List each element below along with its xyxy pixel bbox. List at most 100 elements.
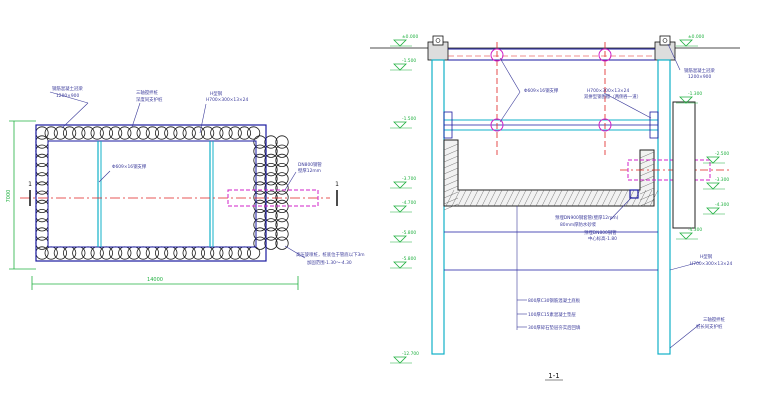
pile-circle [53, 126, 68, 140]
elevation-marker: ±0.000 [676, 34, 704, 47]
dim-height-text: 7000 [6, 190, 12, 203]
svg-text:±0.000: ±0.000 [688, 34, 704, 40]
pile-circle [72, 126, 86, 140]
hatch-line [639, 151, 655, 159]
elevation-marker: -1.500 [390, 116, 416, 129]
label-note-2: 加固范围-1.30～-4.30 [307, 259, 352, 266]
pile-circle [264, 153, 278, 167]
pile-circle [275, 163, 289, 177]
label-pipe-sleeve: 预埋DN900钢套管(壁厚12mm) [555, 214, 619, 221]
hatch-line [523, 189, 533, 207]
pile-circle [191, 126, 205, 140]
hatch-line [443, 203, 459, 211]
pile-circle [264, 135, 278, 149]
hatch-line [493, 189, 503, 207]
label-pipe-jack-spec: 壁厚12mm [298, 167, 321, 174]
hatch-line [577, 189, 587, 207]
label-bottom-2: 100厚C15素混凝土垫层 [528, 311, 576, 318]
hatch-line [639, 157, 655, 165]
pit-inner-wall [47, 140, 257, 248]
label-pile-note-2: 桩长同支护桩 [696, 323, 723, 330]
label-pipe-jack: DN800钢管 [298, 161, 322, 168]
svg-text:-4.300: -4.300 [688, 227, 702, 233]
hatch-line [517, 189, 527, 207]
leader-pile-wall-h [49, 91, 89, 104]
pipe-jack [227, 189, 319, 207]
elevation-marker: -5.800 [390, 256, 416, 269]
pile-circle [264, 209, 278, 223]
column-left [431, 59, 445, 355]
pile-circle [81, 126, 95, 140]
hatch-line [649, 189, 659, 207]
label-strut-section: Φ609×16钢支撑 [524, 87, 559, 94]
leader-strut [98, 170, 111, 183]
hatch-line [457, 189, 467, 207]
pile-circle [99, 126, 114, 140]
leader-pile-wall [61, 102, 89, 129]
hatch-line [637, 189, 647, 207]
pile-circle [182, 126, 196, 140]
pile-circle [173, 126, 187, 140]
pile-circle [201, 126, 215, 140]
pile-circle [275, 227, 289, 241]
pile-circle [90, 126, 104, 140]
elevation-marker: -3.700 [390, 176, 416, 189]
hatch-line [469, 189, 479, 207]
hatch-line [541, 189, 551, 207]
strut-circle-ml [490, 118, 504, 132]
pile-circle [164, 126, 178, 140]
pile-cluster-right [264, 135, 289, 250]
hatch-line [639, 163, 655, 171]
svg-text:±0.000: ±0.000 [402, 34, 418, 40]
elevation-markers: ±0.000±0.000-1.500-1.500-1.300-2.500-3.3… [390, 34, 729, 364]
hatch-line [639, 181, 655, 189]
pile-circle [155, 126, 169, 140]
hatch-line [487, 189, 497, 207]
label-steel-column-size: H700×300×13×24 [690, 261, 732, 267]
pile-circle [275, 172, 289, 186]
pipe-section [627, 159, 711, 181]
leader-wale [603, 92, 652, 119]
pile-circle [210, 126, 224, 140]
pile-circle [264, 163, 278, 177]
hatch-line [547, 189, 557, 207]
pile-circle [275, 236, 289, 250]
pile-circle [264, 218, 278, 232]
hatch-line [443, 173, 459, 181]
label-ring-beam-size: 1200×900 [688, 74, 711, 80]
elevation-marker: -3.300 [703, 177, 729, 190]
hatch-line [601, 189, 611, 207]
label-bottom-1: 800厚C30钢筋混凝土底板 [528, 297, 581, 304]
column-right [657, 59, 671, 355]
pile-circle [275, 144, 289, 158]
leader-steel-wale [199, 103, 207, 134]
svg-text:-1.300: -1.300 [688, 91, 702, 97]
hatch-line [463, 189, 473, 207]
leader-steel-column [669, 261, 701, 271]
svg-text:-4.300: -4.300 [715, 202, 729, 208]
pile-circle [247, 126, 261, 140]
label-note-1: 高压旋喷桩，桩底位于管底以下3m [296, 251, 365, 258]
hatch-line [639, 199, 655, 207]
label-pile-note-1: 三轴搅拌桩 [703, 316, 726, 323]
pile-ring [35, 126, 267, 260]
exterior-block [672, 101, 696, 229]
pile-circle [275, 218, 289, 232]
pile-circle [219, 126, 233, 140]
elevation-marker: -4.300 [676, 227, 702, 240]
pile-circle [145, 126, 159, 140]
svg-text:-1.500: -1.500 [402, 58, 416, 64]
label-pile-wall: 钢筋混凝土冠梁 [52, 85, 83, 92]
hatch-line [443, 161, 459, 169]
pile-circle [264, 172, 278, 186]
leader-strut-b [499, 91, 521, 123]
label-pipe-elev: 中心标高-1.80 [588, 235, 617, 242]
label-bottom-3: 300厚碎石垫层夯实后回填 [528, 324, 581, 331]
pipe-sleeve [629, 189, 639, 199]
leader-pipe-jack [284, 171, 297, 191]
hatch-line [559, 189, 569, 207]
leader-sleeve [609, 196, 633, 221]
hatch-line [607, 189, 617, 207]
hatch-line [443, 197, 459, 205]
